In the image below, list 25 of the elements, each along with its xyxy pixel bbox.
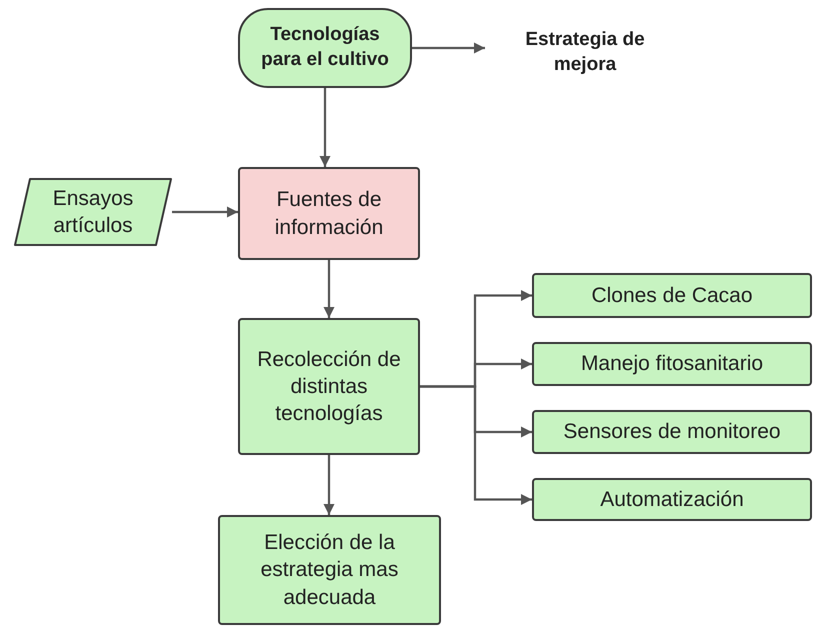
input-parallelogram bbox=[14, 178, 172, 246]
node-label: Ensayos artículos bbox=[52, 186, 134, 239]
node-label: Automatización bbox=[600, 486, 744, 513]
terminal-shape bbox=[238, 8, 412, 88]
node-label: Tecnologías para el cultivo bbox=[260, 23, 390, 72]
node-label: Clones de Cacao bbox=[591, 282, 753, 309]
arrow bbox=[172, 206, 238, 218]
arrow bbox=[320, 88, 330, 167]
node-label: Manejo fitosanitario bbox=[580, 351, 764, 378]
process-box bbox=[238, 167, 420, 260]
node-label: Estrategia de mejora bbox=[524, 28, 646, 77]
process-box bbox=[532, 342, 812, 386]
process-box bbox=[532, 478, 812, 521]
arrow bbox=[324, 260, 334, 318]
node-label: Elección de la estrategia mas adecuada bbox=[260, 530, 400, 611]
process-box bbox=[532, 410, 812, 454]
arrow bbox=[324, 455, 334, 515]
node-label: Fuentes de información bbox=[274, 187, 384, 240]
process-box bbox=[532, 273, 812, 318]
node-label: Sensores de monitoreo bbox=[563, 419, 781, 446]
node-label: Recolección de distintas tecnologías bbox=[256, 346, 402, 428]
process-box bbox=[238, 318, 420, 455]
arrow bbox=[412, 42, 485, 54]
arrow bbox=[420, 385, 532, 505]
process-box bbox=[218, 515, 441, 625]
